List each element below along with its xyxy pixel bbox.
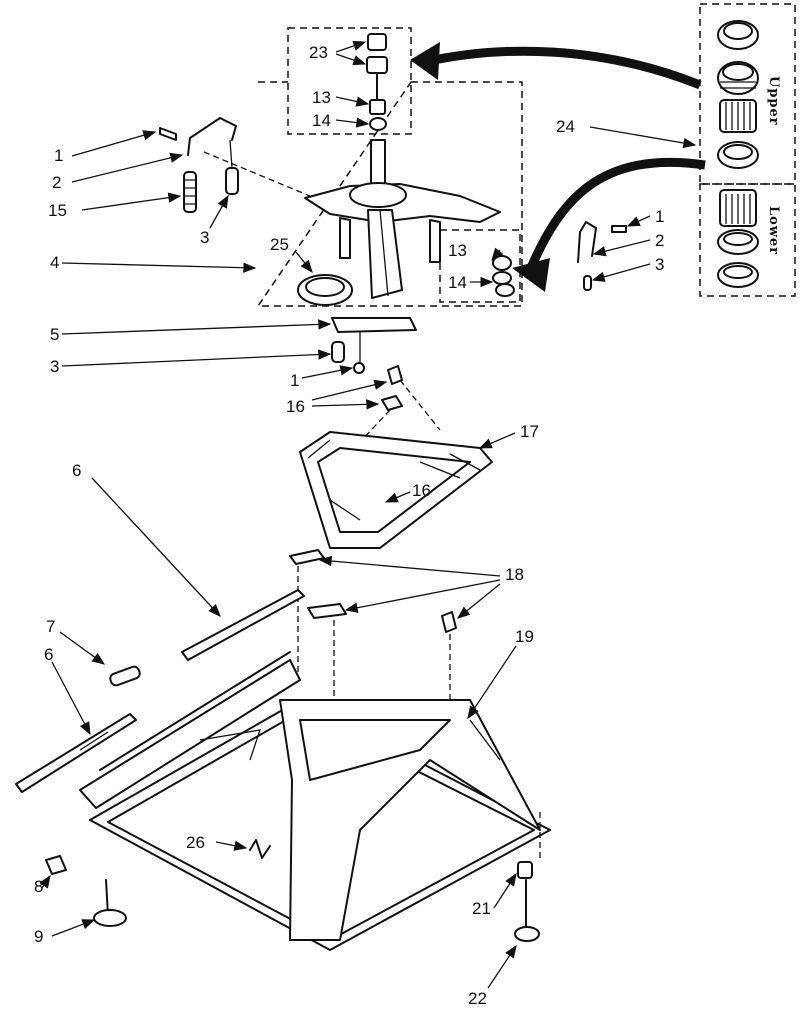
callout-2-left: 2	[52, 173, 62, 192]
part-5-strap	[331, 317, 417, 333]
part-6-rail-upper	[181, 589, 305, 661]
callout-1-left: 1	[54, 146, 64, 165]
part-8-cap	[45, 855, 67, 875]
callout-24: 24	[556, 117, 575, 136]
callout-17: 17	[520, 422, 539, 441]
callout-7: 7	[46, 617, 56, 636]
callout-26: 26	[186, 833, 205, 852]
callout-6-upper: 6	[72, 461, 82, 480]
part-13-lower-bearing	[492, 255, 512, 271]
bearing-kit-box-upper	[699, 3, 796, 185]
part-14-lower-washer-b	[495, 283, 515, 297]
part-19-base-frame	[79, 651, 551, 951]
lower-bearing-box	[439, 229, 521, 303]
part-18-tab-a	[289, 549, 325, 565]
lower-kit-rings	[717, 189, 759, 288]
callout-25: 25	[270, 235, 289, 254]
lower-kit-arrow	[525, 157, 706, 272]
part-15-spring	[183, 171, 197, 213]
callout-5: 5	[50, 325, 60, 344]
callout-16-lower: 16	[412, 481, 431, 500]
part-16-clip-b	[381, 395, 403, 411]
part-3-spring-center	[331, 341, 345, 363]
part-25-ring	[297, 274, 353, 306]
part-13-bearing	[369, 99, 386, 115]
part-18-tab-b	[307, 603, 347, 619]
callout-3-center: 3	[50, 357, 60, 376]
part-4-pivot-dome	[304, 139, 501, 299]
callout-13-lower: 13	[448, 241, 467, 260]
lower-kit-arrow-head	[512, 258, 550, 292]
callout-8: 8	[34, 877, 44, 896]
callout-14-upper: 14	[312, 111, 331, 130]
callout-3-right: 3	[655, 255, 665, 274]
part-2-bracket-left	[187, 117, 237, 156]
upper-kit-rings	[717, 20, 759, 169]
leader-lines	[39, 40, 697, 989]
part-3-spring-left	[225, 167, 239, 195]
kit-label-lower: Lower	[766, 206, 781, 256]
callout-18: 18	[505, 565, 524, 584]
part-17-frame	[299, 431, 493, 549]
part-1-bolt-right	[611, 225, 627, 233]
part-14-washer	[369, 117, 387, 131]
callout-6-lower: 6	[44, 645, 54, 664]
part-18-tab-c	[441, 611, 457, 633]
part-2-bracket-right	[577, 221, 597, 263]
part-1-bolt-left	[159, 127, 177, 141]
callout-21: 21	[472, 899, 491, 918]
callout-9: 9	[34, 927, 44, 946]
upper-kit-arrow-head	[410, 42, 440, 80]
callout-14-lower: 14	[448, 273, 467, 292]
part-14-lower-washer-a	[492, 271, 512, 285]
callout-3-left: 3	[200, 228, 210, 247]
part-26-clip	[249, 839, 271, 859]
callout-19: 19	[515, 627, 534, 646]
callout-2-right: 2	[655, 231, 665, 250]
part-9-foot	[93, 909, 127, 927]
part-3-spring-right	[583, 275, 592, 291]
part-21-bushing	[517, 861, 533, 879]
bearing-kit-box-lower	[699, 183, 796, 297]
upper-kit-arrow	[424, 46, 702, 90]
callout-22: 22	[468, 989, 487, 1008]
pivot-dome-box	[256, 81, 523, 307]
part-23-bearing	[366, 33, 388, 74]
callout-1-center: 1	[290, 371, 300, 390]
part-16-clip-a	[387, 365, 403, 385]
callout-15: 15	[48, 201, 67, 220]
part-1-bolt-center	[353, 362, 365, 374]
callout-13-upper: 13	[312, 88, 331, 107]
part-7-spring	[109, 665, 141, 687]
part-22-foot	[514, 926, 540, 942]
callout-16-upper: 16	[286, 397, 305, 416]
upper-bearing-box	[287, 27, 412, 135]
callout-23: 23	[309, 43, 328, 62]
kit-label-upper: Upper	[766, 76, 781, 126]
callout-1-right: 1	[655, 207, 665, 226]
callout-4: 4	[50, 253, 60, 272]
